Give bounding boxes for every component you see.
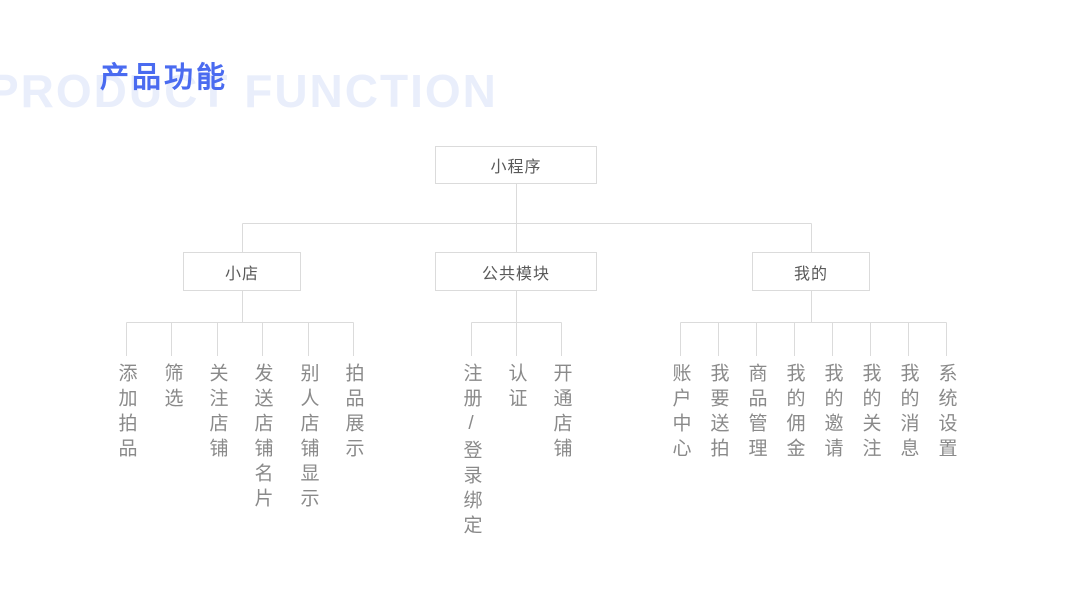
leaf-lot-display: 拍品展示 (342, 363, 364, 463)
branch-shop-connectors (126, 291, 354, 356)
watermark-text: PRODUCT FUNCTION (0, 65, 498, 117)
node-mine-label: 我的 (793, 265, 828, 283)
branch-mine-connectors (680, 291, 947, 356)
root-connectors (242, 184, 812, 252)
leaf-my-commission: 我的佣金 (783, 363, 805, 463)
leaf-send-shop-card: 发送店铺名片 (251, 363, 273, 513)
leaf-system-settings: 系统设置 (935, 363, 957, 463)
leaf-follow-shop: 关注店铺 (206, 363, 228, 463)
node-mini-program-label: 小程序 (490, 159, 542, 176)
node-public-module-label: 公共模块 (481, 265, 550, 283)
leaf-send-to-auction: 我要送拍 (707, 363, 729, 463)
node-mini-program: 小程序 (435, 146, 597, 184)
leaf-other-shop-display: 别人店铺显示 (297, 363, 319, 513)
leaf-register-login-bind: 注册/登录绑定 (460, 363, 482, 540)
node-public-module: 公共模块 (435, 252, 597, 291)
leaf-account-center: 账户中心 (669, 363, 691, 463)
leaf-my-messages: 我的消息 (897, 363, 919, 463)
leaf-my-invitation: 我的邀请 (821, 363, 843, 463)
page-title: 产品功能 (100, 62, 229, 94)
leaf-open-shop: 开通店铺 (550, 363, 572, 463)
leaf-my-follows: 我的关注 (859, 363, 881, 463)
branch-public-connectors (471, 291, 562, 356)
leaf-add-lot: 添加拍品 (115, 363, 137, 463)
leaf-filter: 筛选 (161, 363, 183, 413)
node-small-shop-label: 小店 (224, 265, 259, 283)
node-mine: 我的 (752, 252, 870, 291)
leaf-certification: 认证 (505, 363, 527, 413)
leaf-product-management: 商品管理 (745, 363, 767, 463)
node-small-shop: 小店 (183, 252, 301, 291)
